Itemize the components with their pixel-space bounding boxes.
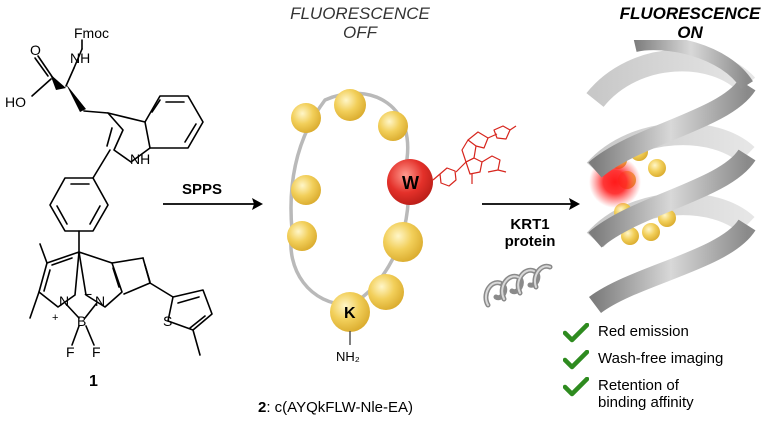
mol1-f-right-label: F: [92, 344, 101, 360]
krt1-helix-bound: [586, 40, 756, 314]
krt1-arrow: [482, 198, 580, 210]
peptide-bead: [334, 89, 366, 121]
fluorescence-off-line1: FLUORESCENCE: [290, 4, 430, 23]
spps-arrow: [163, 198, 263, 210]
fluorescence-on-label: FLUORESCENCE ON: [615, 4, 762, 42]
molecule-1-structure: [29, 39, 213, 356]
krt1-line2: protein: [504, 233, 556, 250]
peptide-bead: [378, 111, 408, 141]
residue-w-label: W: [402, 173, 419, 193]
feature-item-red-emission: Red emission: [563, 323, 689, 343]
mol1-fmoc-label: Fmoc: [74, 25, 109, 41]
check-icon: [563, 323, 589, 343]
peptide-number: 2: [258, 399, 267, 416]
bodipy-tag: [432, 125, 517, 187]
mol1-f-left-label: F: [66, 344, 75, 360]
mol1-sulfur-label: S: [163, 313, 172, 329]
peptide-bead-w: [387, 159, 433, 205]
fluorescence-on-line1: FLUORESCENCE: [619, 4, 761, 23]
mol1-amine-label: NH: [70, 50, 90, 66]
check-icon: [563, 350, 589, 370]
peptide-bead: [368, 274, 404, 310]
feature-text: Retention of binding affinity: [598, 377, 694, 411]
peptide-sequence-label: 2: c(AYQkFLW-Nle-EA): [258, 399, 413, 416]
peptide-bead: [291, 103, 321, 133]
small-helix-icon: [483, 263, 553, 308]
peptide-sequence: : c(AYQkFLW-Nle-EA): [266, 399, 414, 416]
krt1-line1: KRT1: [510, 216, 550, 233]
check-icon: [563, 377, 589, 397]
peptide-bead: [383, 222, 423, 262]
mol1-indole-nh-label: NH: [130, 151, 150, 167]
spps-label: SPPS: [182, 181, 222, 198]
fluorescence-off-label: FLUORESCENCE OFF: [285, 4, 435, 42]
mol1-n-right-label: N: [95, 293, 105, 309]
cyclic-peptide: [287, 89, 433, 345]
fluorescence-off-line2: OFF: [343, 23, 377, 42]
mol1-boron-label: B: [77, 313, 86, 329]
peptide-bead-k: [330, 292, 370, 332]
mol1-n-left-label: N: [59, 293, 69, 309]
residue-k-label: K: [344, 305, 356, 322]
feature-item-binding-affinity: Retention of binding affinity: [563, 377, 694, 411]
fluorescence-on-line2: ON: [677, 23, 703, 42]
feature-text: Red emission: [598, 323, 689, 340]
mol1-carbonyl-o-label: O: [30, 42, 41, 58]
krt1-label: KRT1 protein: [490, 216, 570, 250]
mol1-minus-label: −: [84, 286, 92, 302]
peptide-amine-label: NH₂: [336, 349, 360, 364]
peptide-bead: [291, 175, 321, 205]
feature-item-wash-free: Wash-free imaging: [563, 350, 723, 370]
mol1-plus-label: +: [52, 312, 58, 324]
peptide-bead: [287, 221, 317, 251]
feature-text: Wash-free imaging: [598, 350, 724, 367]
compound-1-label: 1: [89, 373, 98, 390]
mol1-acid-label: HO: [5, 94, 26, 110]
